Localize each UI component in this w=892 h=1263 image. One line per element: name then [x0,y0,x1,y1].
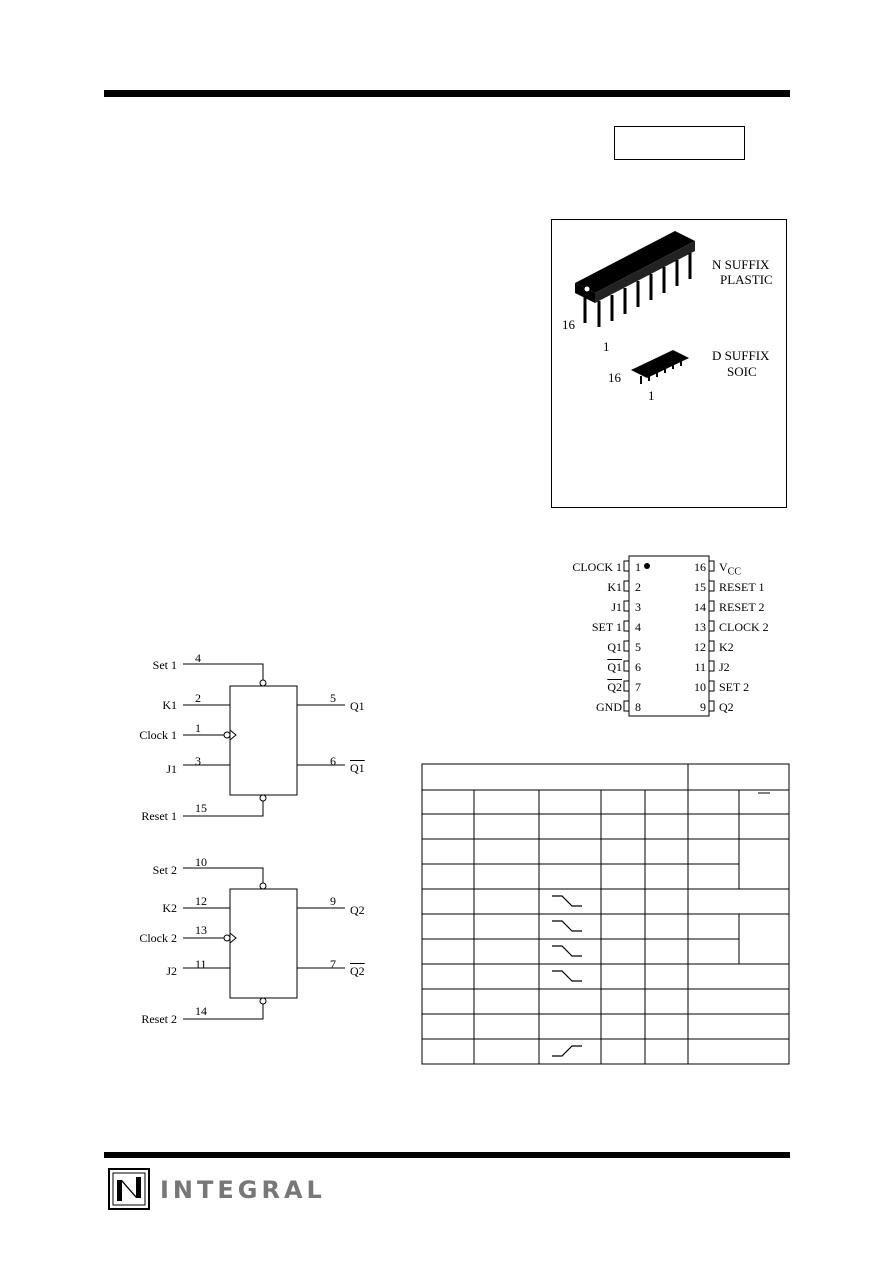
ff2-q-label: Q2 [350,903,365,917]
clock-edge-icons [552,895,582,1057]
pin-label-left-3: J1 [611,600,622,614]
pin-label-left-1: CLOCK 1 [572,560,622,574]
soic-package-icon [631,350,689,384]
pin-num-9: 9 [700,700,706,714]
pin-label-left-5: Q1 [607,640,622,654]
pin-num-10: 10 [694,680,706,694]
dip-pin16-label: 16 [562,317,575,332]
ff1-j-pin: 3 [195,754,201,768]
ff2-reset-label: Reset 2 [141,1012,177,1026]
pin-label-right-9: Q2 [719,700,734,714]
ff1-set-pin: 4 [195,651,201,665]
ff2-k-pin: 12 [195,894,207,908]
dip-pin1-label: 1 [603,339,610,354]
ff2-qbar-label: Q2 [350,964,365,978]
soic-pin1-label: 1 [648,388,655,403]
ff1-clock-pin: 1 [195,721,201,735]
ff2-qbar-pin: 7 [330,957,336,971]
pin-label-right-13: CLOCK 2 [719,620,769,634]
pin-label-left-4: SET 1 [591,620,622,634]
pin1-dot-icon [644,563,650,569]
pin-label-right-15: RESET 1 [719,580,765,594]
ff1-j-label: J1 [166,762,177,776]
dip-package-icon [575,231,695,327]
n-suffix-plastic-label: PLASTIC [720,272,773,287]
pin-num-16: 16 [694,560,706,574]
pin-label-left-6: Q1 [607,660,622,674]
pin-label-right-16: VCC [719,560,742,578]
top-rule [104,90,790,97]
n-suffix-label: N SUFFIX [712,257,770,272]
pinout-body [623,555,715,717]
ff2-set-pin: 10 [195,855,207,869]
pin-label-right-12: K2 [719,640,734,654]
ff2-j-label: J2 [166,964,177,978]
integral-logo-text: INTEGRAL [160,1176,326,1204]
pin-num-2: 2 [635,580,641,594]
pin-num-15: 15 [694,580,706,594]
ff1-k-label: K1 [162,698,177,712]
part-number-box [614,126,745,160]
pin-num-1: 1 [635,560,641,574]
pin-label-left-2: K1 [607,580,622,594]
pin-num-12: 12 [694,640,706,654]
pin-num-6: 6 [635,660,641,674]
pin-label-right-10: SET 2 [719,680,750,694]
pin-num-7: 7 [635,680,641,694]
ff1-reset-label: Reset 1 [141,809,177,823]
ff1-reset-pin: 15 [195,801,207,815]
ff1-k-pin: 2 [195,691,201,705]
ff1-set-label: Set 1 [152,658,177,672]
pin-label-left-8: GND [596,700,622,714]
integral-logo-icon [108,1168,150,1210]
d-suffix-soic-label: SOIC [727,364,757,379]
ff1-qbar-pin: 6 [330,754,336,768]
ff1-clock-label: Clock 1 [139,728,177,742]
ff2-set-label: Set 2 [152,863,177,877]
bottom-rule [104,1152,790,1158]
pin-num-3: 3 [635,600,641,614]
ff2-k-label: K2 [162,901,177,915]
pin-num-5: 5 [635,640,641,654]
pin-num-14: 14 [694,600,706,614]
ff2-clock-label: Clock 2 [139,931,177,945]
ff2-reset-pin: 14 [195,1004,207,1018]
pin-num-11: 11 [694,660,706,674]
pin-label-right-11: J2 [719,660,730,674]
ff2-j-pin: 11 [195,957,207,971]
ff1-q-label: Q1 [350,699,365,713]
pin-num-13: 13 [694,620,706,634]
ff1-q-pin: 5 [330,691,336,705]
pin-label-left-7: Q2 [607,680,622,694]
pin-num-4: 4 [635,620,641,634]
ff1-qbar-label: Q1 [350,761,365,775]
function-table-grid [421,763,790,1065]
d-suffix-label: D SUFFIX [712,348,770,363]
pin-num-8: 8 [635,700,641,714]
ff2-q-pin: 9 [330,894,336,908]
pin-label-right-14: RESET 2 [719,600,765,614]
package-box [551,219,787,508]
ff2-clock-pin: 13 [195,923,207,937]
soic-pin16-label: 16 [608,370,621,385]
